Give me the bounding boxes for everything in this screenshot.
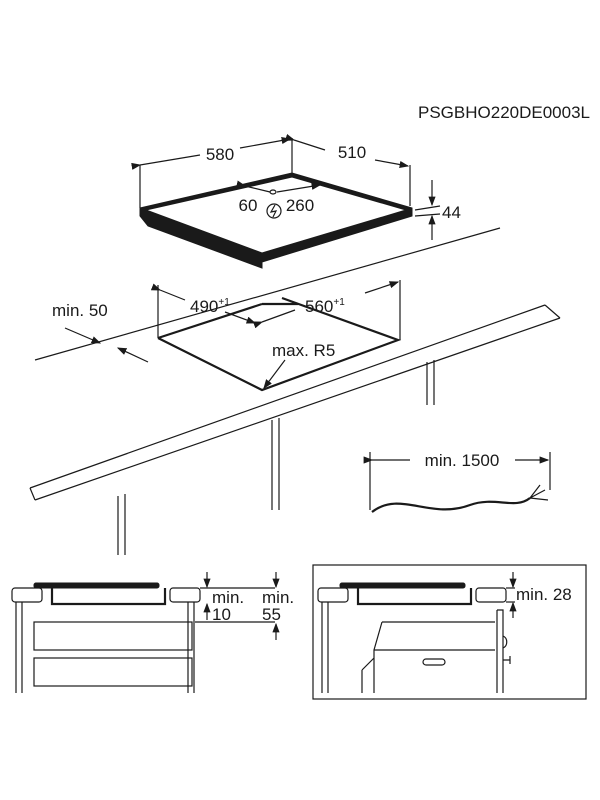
cable-drawing: min. 1500 bbox=[363, 451, 551, 513]
hob-height: 44 bbox=[442, 203, 461, 222]
cutout-depth: 560+1 bbox=[305, 297, 345, 316]
hob-depth: 510 bbox=[338, 143, 366, 162]
hob-drawing: 580 510 60 260 44 bbox=[131, 133, 461, 269]
section-oven: min. 28 bbox=[312, 564, 587, 700]
conn-offset-left: 60 bbox=[239, 196, 258, 215]
cutout-radius: max. R5 bbox=[272, 341, 335, 360]
cable-length: min. 1500 bbox=[425, 451, 500, 470]
gap-value-2: 55 bbox=[262, 605, 281, 624]
hob-width: 580 bbox=[206, 145, 234, 164]
section-drawer: min. 10 min. 55 bbox=[11, 572, 294, 693]
gap-label-1: min. bbox=[212, 588, 244, 607]
lightning-circle-icon bbox=[266, 203, 282, 219]
front-margin: min. 50 bbox=[52, 301, 108, 320]
model-code: PSGBHO220DE0003L bbox=[418, 103, 590, 122]
conn-offset-right: 260 bbox=[286, 196, 314, 215]
gap-value-1: 10 bbox=[212, 605, 231, 624]
worktop-drawing: 490+1 560+1 max. R5 min. 50 bbox=[29, 227, 561, 555]
gap-label-2: min. bbox=[262, 588, 294, 607]
oven-gap: min. 28 bbox=[516, 585, 572, 604]
cutout-width: 490+1 bbox=[190, 297, 230, 316]
